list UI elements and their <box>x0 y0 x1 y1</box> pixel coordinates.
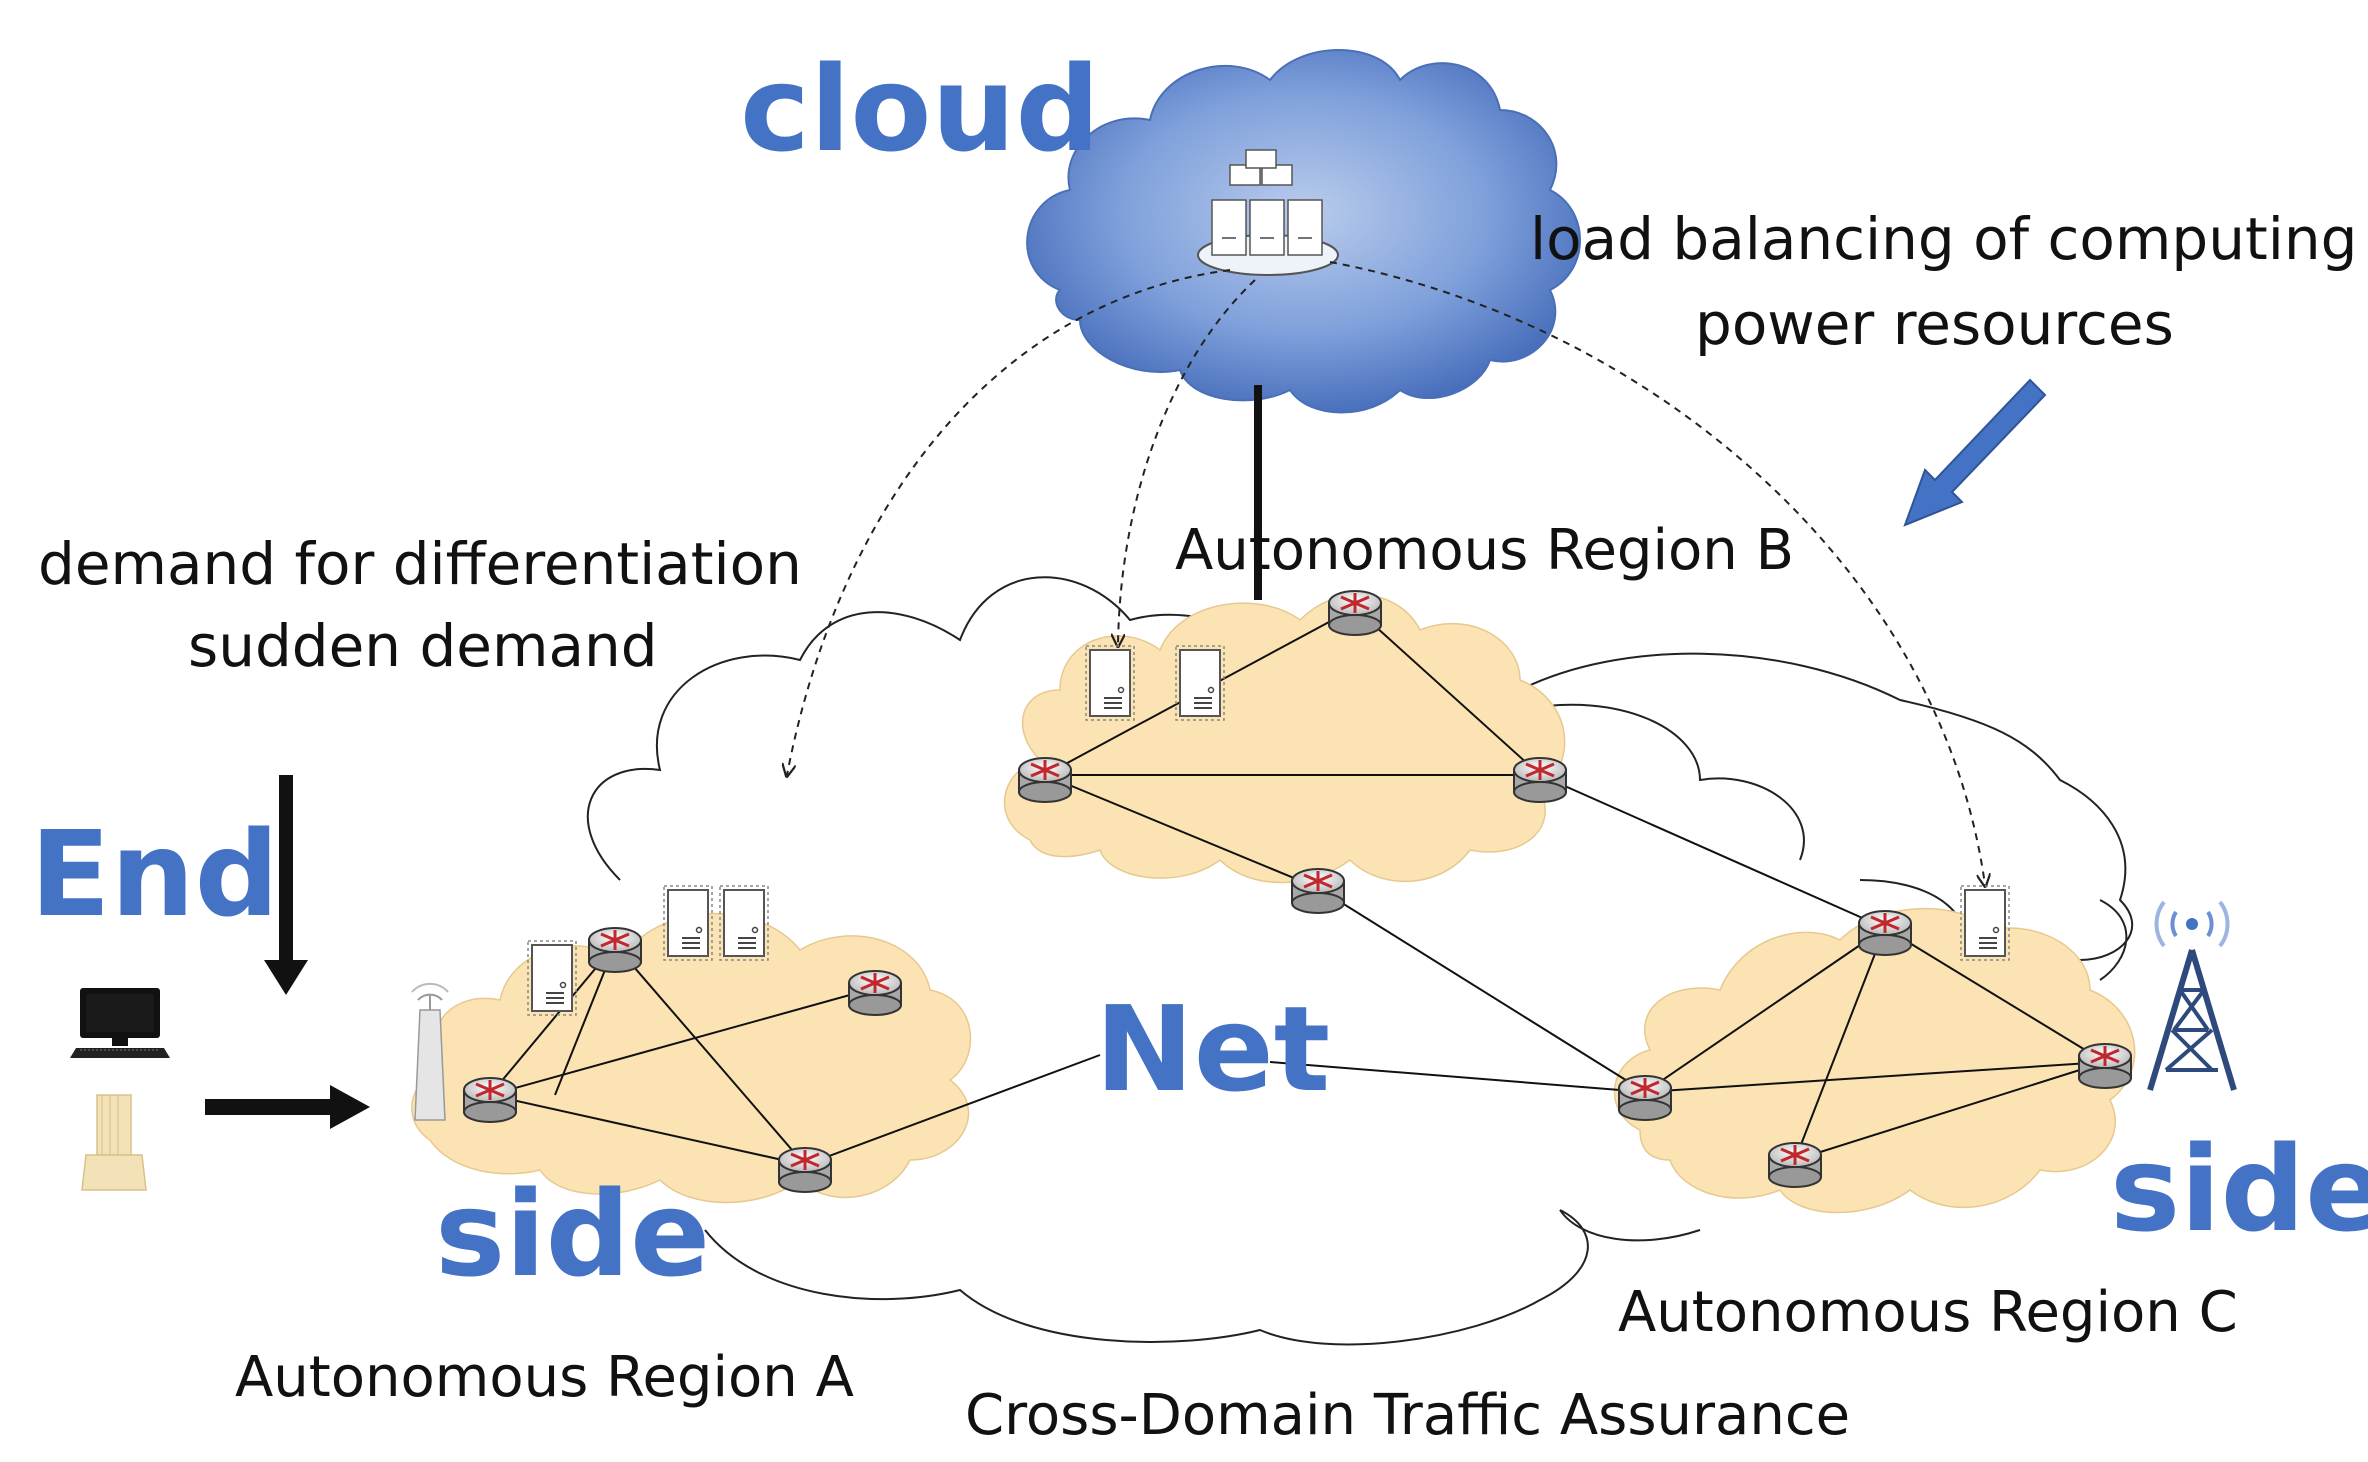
router-icon <box>1290 867 1346 915</box>
net-cloud-right-lower <box>1559 1209 1701 1242</box>
router-icon <box>1017 756 1073 804</box>
router-icon <box>587 926 643 974</box>
device-icon <box>81 1094 147 1191</box>
region-c-label: Autonomous Region C <box>1618 1280 2238 1345</box>
access-point-icon <box>411 982 449 1121</box>
region-a-label: Autonomous Region A <box>235 1345 854 1410</box>
net-cloud-bottom <box>704 1209 1589 1346</box>
router-icon <box>1327 589 1383 637</box>
server-icon <box>1175 645 1225 721</box>
router-icon <box>1857 909 1913 957</box>
router-icon <box>462 1076 518 1124</box>
server-icon <box>663 885 713 961</box>
region-b-cloud <box>1003 593 1566 884</box>
cross-domain-label: Cross-Domain Traffic Assurance <box>965 1383 1851 1448</box>
cloud-server-cluster-icon <box>1197 149 1339 276</box>
router-icon <box>1617 1074 1673 1122</box>
net-cloud-right <box>1519 652 2134 961</box>
router-icon <box>1512 756 1568 804</box>
load-balancing-line2: power resources <box>1695 290 2174 358</box>
server-icon <box>1960 885 2010 961</box>
cell-tower-icon <box>2147 900 2237 1091</box>
side-right-label: side <box>2110 1120 2368 1258</box>
router-icon <box>777 1146 833 1194</box>
down-arrow-icon <box>264 775 308 995</box>
demand-line2: sudden demand <box>188 612 658 680</box>
end-label: End <box>30 805 280 943</box>
server-icon <box>527 940 577 1016</box>
router-icon <box>847 969 903 1017</box>
load-balancing-arrow <box>1903 378 2047 527</box>
cloud-label: cloud <box>740 40 1100 178</box>
dashed-arrow-to-region-b <box>1118 279 1256 645</box>
server-icon <box>719 885 769 961</box>
network-links <box>489 607 2106 1166</box>
router-icon <box>2077 1042 2133 1090</box>
load-balancing-line1: load balancing of computing <box>1530 205 2358 273</box>
region-c-cloud <box>1613 907 2136 1214</box>
computer-icon <box>70 988 170 1058</box>
server-icon <box>1085 645 1135 721</box>
dashed-arrow-to-region-a <box>787 269 1231 775</box>
side-left-label: side <box>435 1165 711 1303</box>
router-icon <box>1767 1141 1823 1189</box>
right-arrow-icon <box>205 1085 370 1129</box>
region-b-label: Autonomous Region B <box>1175 518 1794 583</box>
dashed-arrow-to-region-c <box>1329 261 1985 885</box>
net-label: Net <box>1095 980 1331 1118</box>
demand-line1: demand for differentiation <box>38 530 802 598</box>
